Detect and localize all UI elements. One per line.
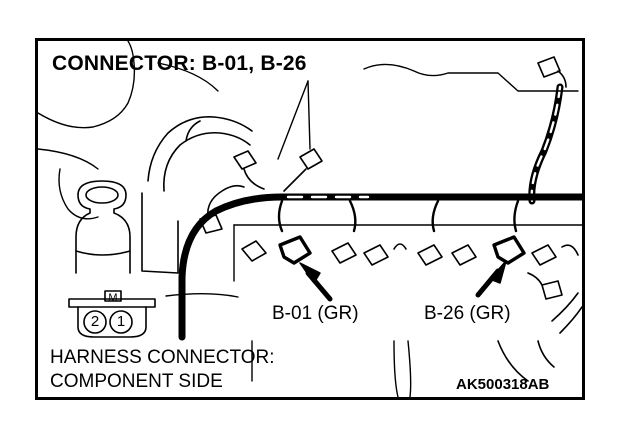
lower-right-hoses [497,292,582,382]
label-b26: B-26 (GR) [424,303,511,324]
pin-label-2: 2 [90,313,100,330]
connector-row [241,235,579,300]
right-cable [363,63,579,205]
callout-lines [277,80,311,160]
intake-hose [141,116,253,274]
engine-outline-lines [38,41,219,220]
harness-connector-label: HARNESS CONNECTOR: [50,347,275,368]
component-side-label: COMPONENT SIDE [50,371,223,392]
pin-label-1: 1 [116,313,126,330]
branch-wires [277,199,520,233]
main-harness [178,193,582,341]
reservoir-tank [75,180,131,274]
diagram-frame: CONNECTOR: B-01, B-26 M 2 1 B-01 (GR) B-… [35,38,585,400]
label-b01: B-01 (GR) [272,303,359,324]
callout-arrows [299,260,507,302]
component-connector [68,290,156,338]
connector-marker: M [108,292,118,304]
harness-tray [165,224,582,397]
diagram-title: CONNECTOR: B-01, B-26 [52,52,307,75]
engine-bay-illustration [38,41,582,397]
figure-code: AK500318AB [456,376,550,393]
hanging-connectors [199,56,567,234]
